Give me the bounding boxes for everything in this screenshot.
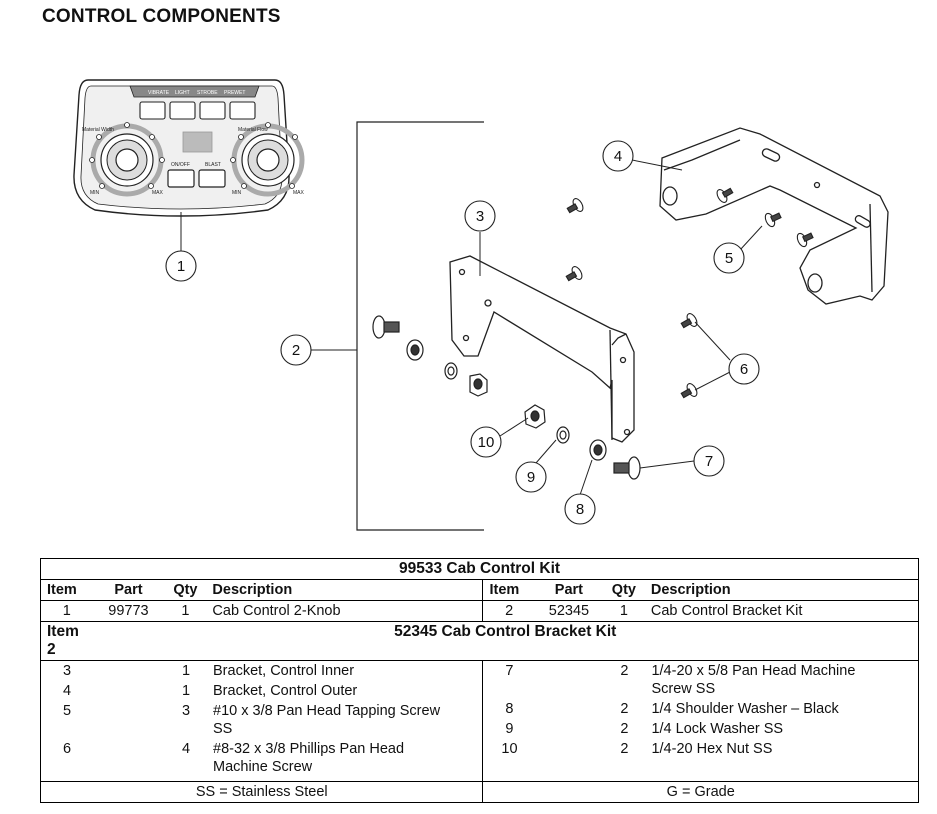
part-number: 52345 — [548, 603, 590, 619]
material-flow-label: Material Flow — [238, 127, 268, 133]
quantity: 1 — [619, 603, 628, 619]
col-header-item: Item — [40, 579, 93, 601]
description: Bracket, Control Inner — [213, 663, 355, 679]
callout-5: 5 — [725, 250, 733, 267]
description: 1/4-20 Hex Nut SS — [651, 741, 773, 757]
small-screws — [565, 187, 814, 399]
item-number: 8 — [505, 701, 514, 717]
quantity: 2 — [620, 741, 629, 757]
material-width-label: Material Width — [82, 127, 114, 133]
sub-item-label: Item 2 — [40, 621, 93, 661]
max-label-right: MAX — [293, 190, 305, 196]
quantity: 1 — [181, 663, 191, 679]
item-number: 2 — [482, 600, 535, 622]
sub-kit-title: 52345 Cab Control Bracket Kit — [92, 621, 920, 661]
quantity: 4 — [181, 741, 191, 757]
table-row: 4 1 Bracket, Control Outer — [41, 681, 482, 701]
item-number: 4 — [62, 683, 72, 699]
onoff-label: ON/OFF — [171, 162, 190, 168]
tab-strobe: STROBE — [197, 90, 218, 96]
col-header-qty: Qty — [164, 579, 207, 601]
callout-2: 2 — [292, 342, 300, 359]
callout-3: 3 — [476, 208, 484, 225]
min-label-left: MIN — [90, 190, 100, 196]
parts-table: 99533 Cab Control Kit Item Part Qty Desc… — [39, 558, 920, 803]
quantity: 1 — [181, 603, 190, 619]
blast-label: BLAST — [205, 162, 221, 168]
description: 1/4 Shoulder Washer – Black — [651, 701, 839, 717]
footer-note-stainless: SS = Stainless Steel — [39, 781, 484, 803]
col-header-qty-2: Qty — [602, 579, 645, 601]
callout-8: 8 — [576, 501, 584, 518]
col-header-description-2: Description — [644, 579, 919, 601]
table-row: 5 3 #10 x 3/8 Pan Head Tapping Screw SS — [41, 701, 482, 739]
kit-title: 99533 Cab Control Kit — [40, 558, 919, 580]
callout-bubbles — [165, 140, 760, 525]
item-number: 6 — [62, 741, 72, 757]
callout-4: 4 — [614, 148, 622, 165]
quantity: 2 — [620, 721, 629, 737]
item-number: 3 — [62, 663, 72, 679]
table-row: 7 2 1/4-20 x 5/8 Pan Head Machine Screw SS — [483, 661, 918, 699]
page-title: CONTROL COMPONENTS — [42, 6, 281, 27]
mounting-hardware — [372, 315, 641, 480]
callout-numbers: 1 2 3 4 5 6 7 8 9 10 — [177, 148, 748, 518]
outer-bracket — [659, 127, 889, 305]
tab-light: LIGHT — [175, 90, 190, 96]
inner-bracket — [449, 255, 635, 443]
table-row: 10 2 1/4-20 Hex Nut SS — [483, 739, 918, 759]
description: 1/4-20 x 5/8 Pan Head Machine Screw SS — [651, 663, 856, 697]
cab-control-panel: VIBRATE LIGHT STROBE PREWET ON/OFF BLAST… — [73, 79, 305, 217]
description: Cab Control Bracket Kit — [644, 600, 919, 622]
item-number: 5 — [62, 703, 72, 719]
col-header-description: Description — [206, 579, 483, 601]
footer-note-grade: G = Grade — [482, 781, 919, 803]
description: #8-32 x 3/8 Phillips Pan Head Machine Sc… — [213, 741, 405, 775]
description: 1/4 Lock Washer SS — [651, 721, 784, 737]
quantity: 2 — [620, 701, 629, 717]
callout-leaders — [180, 159, 763, 496]
callout-7: 7 — [705, 453, 713, 470]
callout-1: 1 — [177, 258, 185, 275]
col-header-part-2: Part — [534, 579, 603, 601]
item-number: 7 — [505, 663, 514, 679]
exploded-parts-drawing: VIBRATE LIGHT STROBE PREWET ON/OFF BLAST… — [73, 79, 889, 531]
callout-6: 6 — [740, 361, 748, 378]
table-row: 6 4 #8-32 x 3/8 Phillips Pan Head Machine … — [41, 739, 482, 777]
table-row: 9 2 1/4 Lock Washer SS — [483, 719, 918, 739]
quantity: 2 — [620, 663, 629, 679]
item-number: 1 — [40, 600, 93, 622]
kit-bracket-line — [356, 121, 484, 531]
description: #10 x 3/8 Pan Head Tapping Screw SS — [213, 703, 441, 737]
col-header-item-2: Item — [482, 579, 535, 601]
item-number: 10 — [501, 741, 518, 757]
table-row: 8 2 1/4 Shoulder Washer – Black — [483, 699, 918, 719]
table-row: 1 99773 1 Cab Control 2-Knob 2 52345 1 C… — [40, 600, 919, 622]
right-parts-list: 7 2 1/4-20 x 5/8 Pan Head Machine Screw SS… — [483, 661, 918, 759]
description: Bracket, Control Outer — [213, 683, 358, 699]
quantity: 3 — [181, 703, 191, 719]
tab-vibrate: VIBRATE — [148, 90, 170, 96]
col-header-part: Part — [92, 579, 165, 601]
max-label-left: MAX — [152, 190, 164, 196]
min-label-right: MIN — [232, 190, 242, 196]
callout-10: 10 — [478, 434, 495, 451]
part-number: 99773 — [108, 603, 149, 619]
item-number: 9 — [505, 721, 514, 737]
tab-prewet: PREWET — [224, 90, 245, 96]
callout-9: 9 — [527, 469, 535, 486]
quantity: 1 — [181, 683, 191, 699]
description: Cab Control 2-Knob — [212, 603, 341, 619]
table-row: 3 1 Bracket, Control Inner — [41, 661, 482, 681]
